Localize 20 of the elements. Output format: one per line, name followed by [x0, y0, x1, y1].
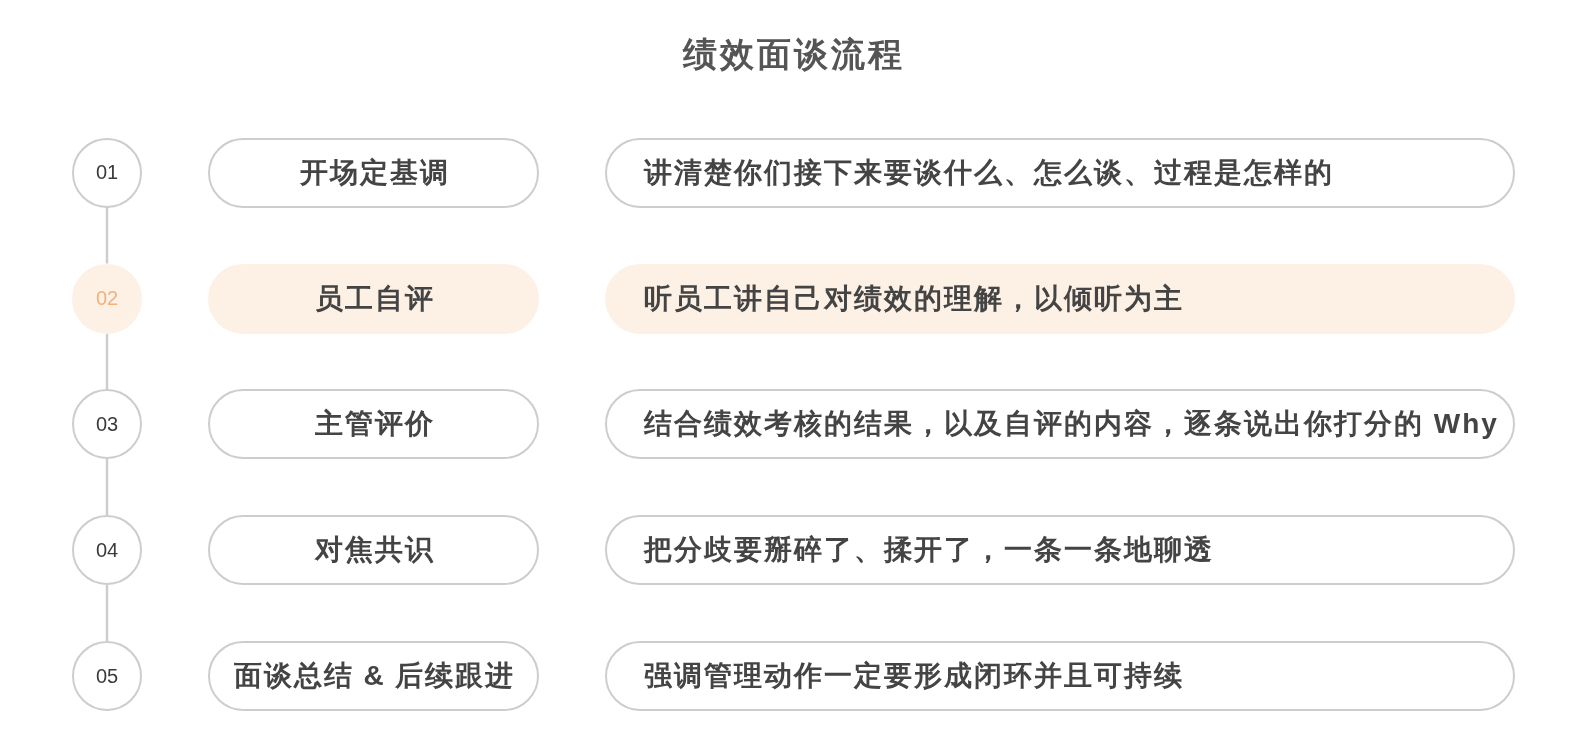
title: 绩效面谈流程	[683, 34, 905, 75]
number-circle: 03	[72, 389, 142, 459]
connector-line	[105, 585, 109, 641]
connector-line	[105, 333, 109, 389]
step-pill: 主管评价	[208, 389, 539, 459]
number-circle: 04	[72, 515, 142, 585]
description-pill: 结合绩效考核的结果，以及自评的内容，逐条说出你打分的 Why	[605, 389, 1515, 459]
description-pill: 听员工讲自己对绩效的理解，以倾听为主	[605, 263, 1515, 334]
step-pill: 开场定基调	[208, 137, 539, 208]
description-pill: 把分歧要掰碎了、揉开了，一条一条地聊透	[605, 515, 1515, 585]
step-pill: 面谈总结 & 后续跟进	[208, 641, 539, 711]
number-circle: 01	[72, 137, 142, 208]
number-circle: 05	[72, 641, 142, 711]
description-pill: 讲清楚你们接下来要谈什么、怎么谈、过程是怎样的	[605, 137, 1515, 208]
connector-line	[105, 459, 109, 515]
description-pill: 强调管理动作一定要形成闭环并且可持续	[605, 641, 1515, 711]
number-circle: 02	[72, 263, 142, 334]
step-pill: 员工自评	[208, 263, 539, 334]
connector-line	[105, 207, 109, 264]
step-pill: 对焦共识	[208, 515, 539, 585]
